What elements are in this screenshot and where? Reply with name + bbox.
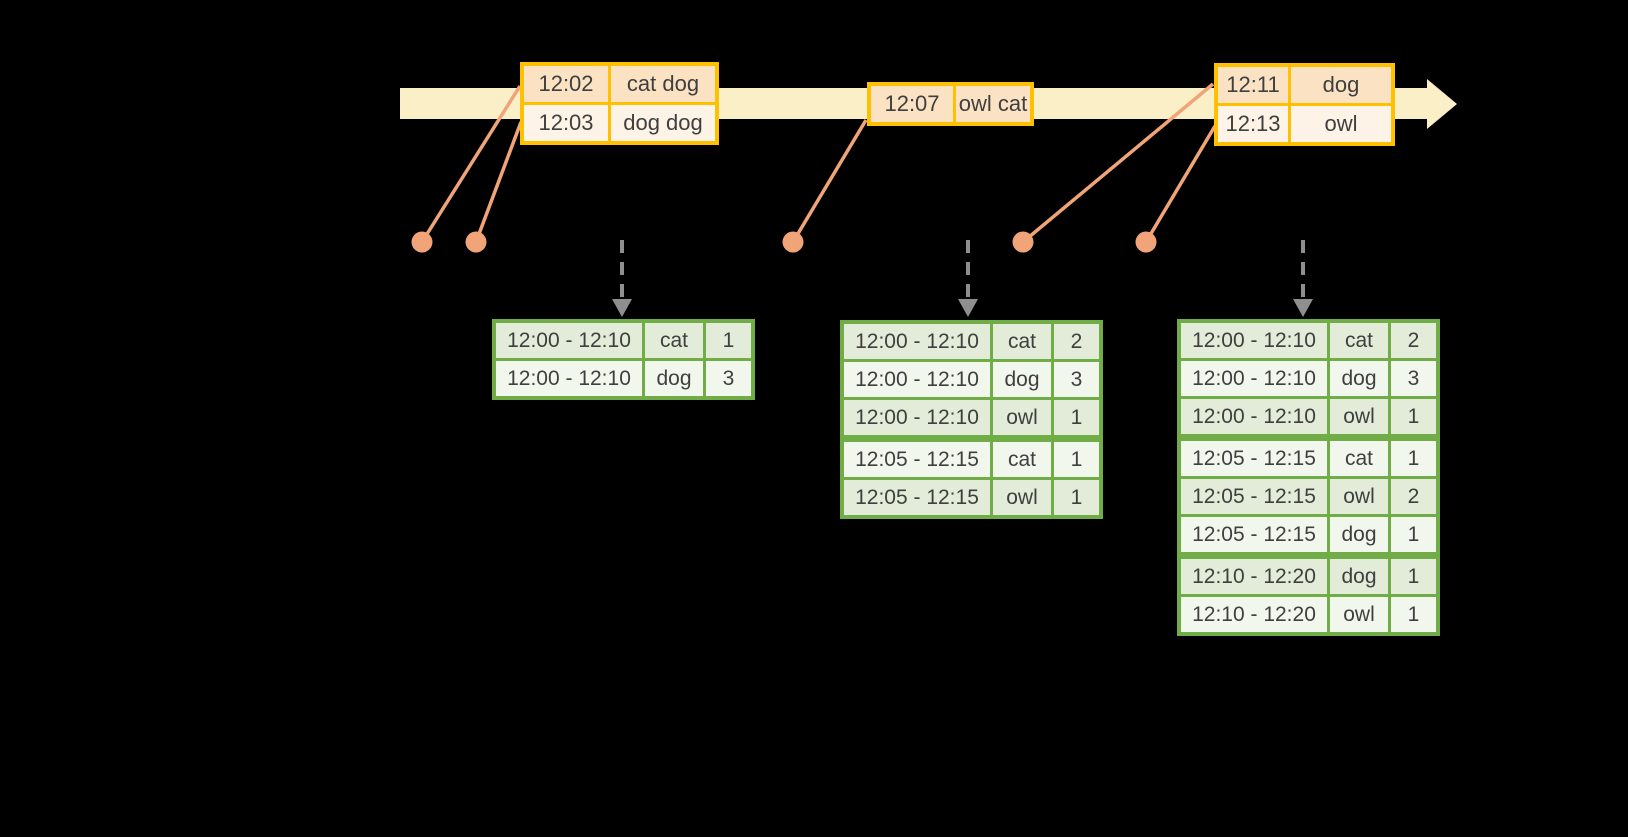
count-cell: 3 xyxy=(1054,362,1099,397)
window-cell: 12:00 - 12:10 xyxy=(1181,399,1327,434)
event-time-cell: 12:07 xyxy=(871,86,953,122)
window-cell: 12:00 - 12:10 xyxy=(844,400,990,435)
event-time-cell: 12:11 xyxy=(1218,67,1288,103)
trigger-arrow xyxy=(1293,240,1313,317)
count-cell: 1 xyxy=(1391,441,1436,476)
count-cell: 1 xyxy=(1054,442,1099,477)
count-cell: 3 xyxy=(1391,361,1436,396)
count-cell: 1 xyxy=(1391,399,1436,434)
event-dot xyxy=(782,231,804,253)
count-cell: 2 xyxy=(1391,323,1436,358)
event-words-cell: dog xyxy=(1291,67,1391,103)
event-time-cell: 12:13 xyxy=(1218,106,1288,142)
word-cell: owl xyxy=(993,400,1051,435)
word-cell: cat xyxy=(1330,441,1388,476)
event-connector-line xyxy=(791,119,868,243)
count-cell: 1 xyxy=(1391,597,1436,632)
event-connector-line xyxy=(474,121,523,243)
count-cell: 2 xyxy=(1391,479,1436,514)
window-cell: 12:05 - 12:15 xyxy=(844,442,990,477)
window-cell: 12:00 - 12:10 xyxy=(496,323,642,358)
event-time-cell: 12:02 xyxy=(524,66,608,102)
event-dot xyxy=(1012,231,1034,253)
arrow-down-icon xyxy=(1293,299,1313,317)
window-cell: 12:10 - 12:20 xyxy=(1181,559,1327,594)
event-words-cell: cat dog xyxy=(611,66,715,102)
window-cell: 12:05 - 12:15 xyxy=(1181,479,1327,514)
event-words-cell: owl cat xyxy=(956,86,1030,122)
event-dot xyxy=(411,231,433,253)
count-cell: 1 xyxy=(1391,559,1436,594)
word-cell: dog xyxy=(645,361,703,396)
event-connector-line xyxy=(1144,125,1217,243)
event-words-cell: dog dog xyxy=(611,105,715,141)
event-connector-line xyxy=(1021,82,1215,244)
window-cell: 12:00 - 12:10 xyxy=(1181,361,1327,396)
word-cell: cat xyxy=(993,442,1051,477)
window-cell: 12:05 - 12:15 xyxy=(1181,441,1327,476)
trigger-arrow xyxy=(612,240,632,317)
window-cell: 12:10 - 12:20 xyxy=(1181,597,1327,632)
event-time-cell: 12:03 xyxy=(524,105,608,141)
word-cell: dog xyxy=(1330,559,1388,594)
window-cell: 12:00 - 12:10 xyxy=(1181,323,1327,358)
word-cell: owl xyxy=(1330,597,1388,632)
word-cell: dog xyxy=(1330,517,1388,552)
timeline-arrowhead-icon xyxy=(1427,79,1457,129)
count-cell: 2 xyxy=(1054,324,1099,359)
word-cell: cat xyxy=(993,324,1051,359)
event-dot xyxy=(1135,231,1157,253)
word-cell: cat xyxy=(1330,323,1388,358)
window-cell: 12:00 - 12:10 xyxy=(844,362,990,397)
word-cell: owl xyxy=(1330,479,1388,514)
word-cell: owl xyxy=(1330,399,1388,434)
count-cell: 1 xyxy=(1054,400,1099,435)
count-cell: 3 xyxy=(706,361,751,396)
count-cell: 1 xyxy=(1391,517,1436,552)
word-cell: dog xyxy=(993,362,1051,397)
count-cell: 1 xyxy=(706,323,751,358)
window-cell: 12:00 - 12:10 xyxy=(844,324,990,359)
window-cell: 12:05 - 12:15 xyxy=(1181,517,1327,552)
word-cell: owl xyxy=(993,480,1051,515)
window-cell: 12:05 - 12:15 xyxy=(844,480,990,515)
event-connector-line xyxy=(420,85,522,243)
word-cell: cat xyxy=(645,323,703,358)
count-cell: 1 xyxy=(1054,480,1099,515)
arrow-down-icon xyxy=(612,299,632,317)
event-words-cell: owl xyxy=(1291,106,1391,142)
word-cell: dog xyxy=(1330,361,1388,396)
event-dot xyxy=(465,231,487,253)
arrow-down-icon xyxy=(958,299,978,317)
trigger-arrow xyxy=(958,240,978,317)
window-cell: 12:00 - 12:10 xyxy=(496,361,642,396)
